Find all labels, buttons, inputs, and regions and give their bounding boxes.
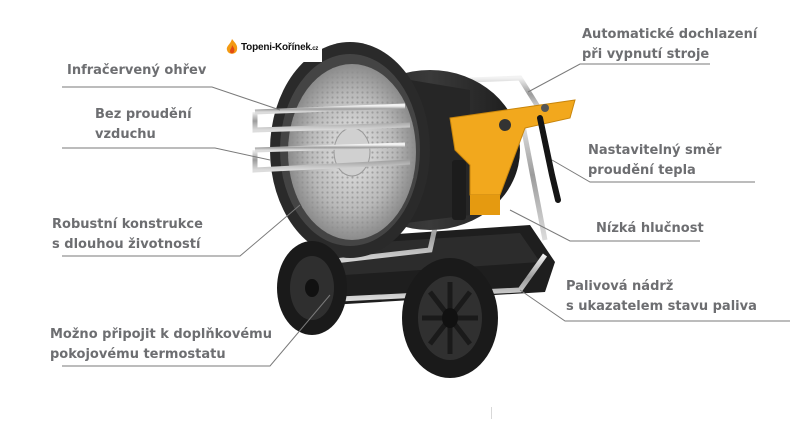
divider-mark [491,407,492,419]
feature-robust-construction: Robustní konstrukce s dlouhou životností [52,217,203,252]
feature-fuel-tank: Palivová nádrž s ukazatelem stavu paliva [566,279,757,314]
feature-low-noise: Nízká hlučnost [596,221,704,236]
brand-logo: Topeni-Kořínek.cz [222,36,322,62]
feature-thermostat: Možno připojit k doplňkovému pokojovému … [50,327,272,362]
leader-lines [62,63,790,367]
feature-no-airflow: Bez proudění vzduchu [95,107,192,142]
feature-adjustable-direction: Nastavitelný směr proudění tepla [588,143,722,178]
brand-text: Topeni-Kořínek.cz [241,42,319,53]
feature-auto-cooling: Automatické dochlazení při vypnutí stroj… [582,27,758,62]
feature-infrared-heating: Infračervený ohřev [67,63,207,78]
flame-icon [226,39,238,54]
